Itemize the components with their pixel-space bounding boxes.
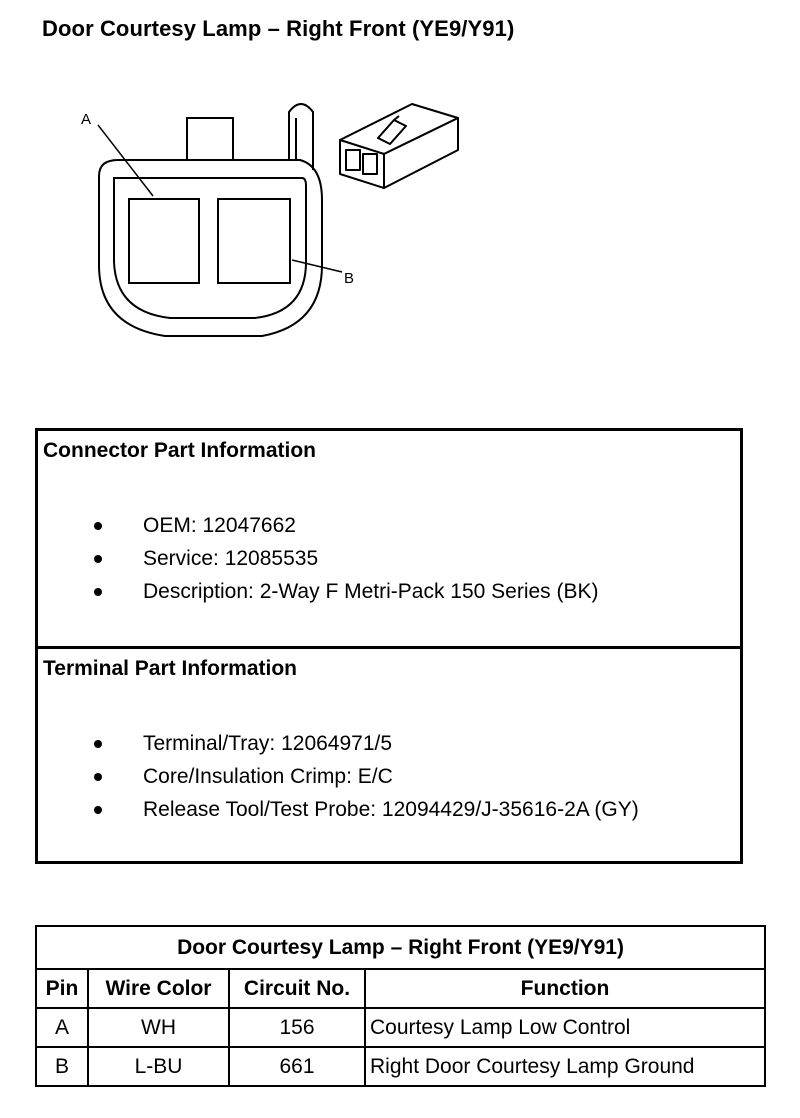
terminal-release-tool: Release Tool/Test Probe: 12094429/J-3561… [143, 798, 639, 821]
terminal-tray: Terminal/Tray: 12064971/5 [143, 732, 393, 755]
pin-table-caption: Door Courtesy Lamp – Right Front (YE9/Y9… [34, 925, 767, 970]
bullet-icon [94, 740, 102, 748]
header-circuit-no: Circuit No. [228, 968, 366, 1009]
cell-wire-color: WH [87, 1007, 230, 1048]
header-pin: Pin [35, 968, 89, 1009]
connector-part-section: Connector Part Information OEM: 12047662… [38, 431, 740, 649]
bullet-icon [94, 588, 102, 596]
pin-table-header-row: Pin Wire Color Circuit No. Function [35, 968, 767, 1009]
page-title: Door Courtesy Lamp – Right Front (YE9/Y9… [42, 16, 515, 41]
list-item: Terminal/Tray: 12064971/5 [38, 727, 639, 760]
pin-table: Door Courtesy Lamp – Right Front (YE9/Y9… [34, 925, 767, 1087]
cell-function: Courtesy Lamp Low Control [363, 1007, 767, 1048]
list-item: Core/Insulation Crimp: E/C [38, 760, 639, 793]
table-row: B L-BU 661 Right Door Courtesy Lamp Grou… [35, 1046, 767, 1087]
list-item: Description: 2-Way F Metri-Pack 150 Seri… [38, 575, 599, 608]
connector-description: Description: 2-Way F Metri-Pack 150 Seri… [143, 580, 599, 603]
list-item: Service: 12085535 [38, 542, 599, 575]
connector-service: Service: 12085535 [143, 547, 319, 570]
cell-circuit-no: 156 [228, 1007, 366, 1048]
table-row: A WH 156 Courtesy Lamp Low Control [35, 1007, 767, 1048]
label-a-leader [97, 124, 154, 197]
header-wire-color: Wire Color [87, 968, 230, 1009]
connector-oem: OEM: 12047662 [143, 514, 296, 537]
connector-part-heading: Connector Part Information [43, 439, 317, 462]
list-item: Release Tool/Test Probe: 12094429/J-3561… [38, 793, 639, 826]
label-b-leader [291, 259, 343, 273]
connector-part-list: OEM: 12047662 Service: 12085535 Descript… [38, 509, 599, 608]
terminal-part-heading: Terminal Part Information [43, 657, 297, 680]
connector-face-view [98, 103, 323, 337]
connector-isometric-view [339, 103, 459, 189]
cell-function: Right Door Courtesy Lamp Ground [363, 1046, 767, 1087]
header-function: Function [363, 968, 767, 1009]
terminal-part-list: Terminal/Tray: 12064971/5 Core/Insulatio… [38, 727, 639, 826]
bullet-icon [94, 522, 102, 530]
terminal-part-section: Terminal Part Information Terminal/Tray:… [38, 649, 740, 864]
cell-pin: B [35, 1046, 89, 1087]
terminal-crimp: Core/Insulation Crimp: E/C [143, 765, 393, 788]
cell-wire-color: L-BU [87, 1046, 230, 1087]
cell-circuit-no: 661 [228, 1046, 366, 1087]
cell-pin: A [35, 1007, 89, 1048]
part-information-box: Connector Part Information OEM: 12047662… [35, 428, 743, 864]
bullet-icon [94, 773, 102, 781]
list-item: OEM: 12047662 [38, 509, 599, 542]
connector-diagram: A B [81, 103, 459, 337]
pin-label-a: A [81, 111, 91, 128]
bullet-icon [94, 555, 102, 563]
pin-label-b: B [344, 270, 354, 287]
bullet-icon [94, 806, 102, 814]
